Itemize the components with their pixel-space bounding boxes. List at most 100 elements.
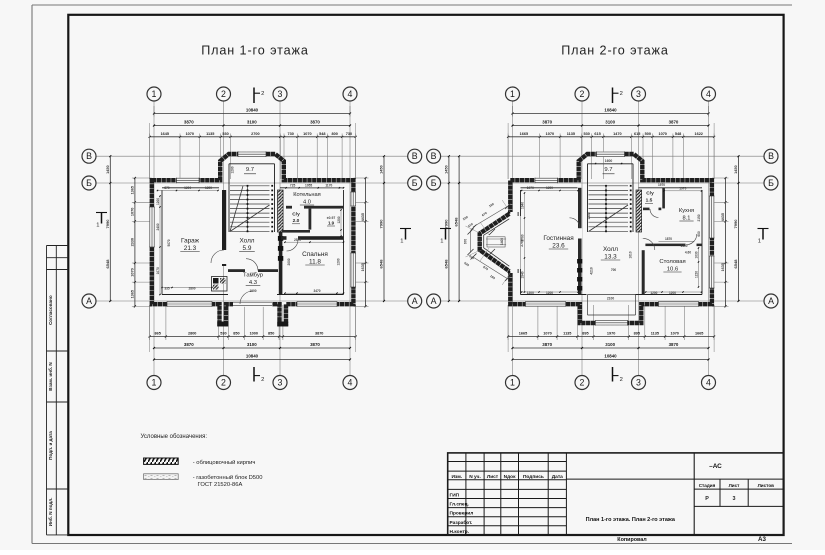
svg-text:Подп. и дата: Подп. и дата — [48, 431, 53, 460]
svg-text:Кухня: Кухня — [679, 208, 694, 214]
svg-text:1200: 1200 — [546, 186, 553, 190]
svg-text:±0.97: ±0.97 — [327, 216, 336, 220]
svg-text:2.0: 2.0 — [293, 218, 300, 224]
svg-text:2400: 2400 — [156, 223, 160, 230]
svg-text:Б: Б — [431, 178, 437, 188]
svg-text:7990: 7990 — [379, 219, 384, 229]
svg-text:3100: 3100 — [247, 119, 257, 124]
svg-text:1070: 1070 — [527, 186, 534, 190]
svg-text:В: В — [768, 151, 774, 161]
svg-text:- газобетонный блок D500: - газобетонный блок D500 — [193, 474, 263, 481]
svg-text:Изм.: Изм. — [451, 474, 462, 480]
svg-text:1.9: 1.9 — [328, 221, 335, 226]
svg-text:1450: 1450 — [734, 165, 738, 173]
svg-text:1400: 1400 — [500, 238, 504, 245]
svg-text:5.9: 5.9 — [243, 245, 252, 252]
svg-text:3870: 3870 — [184, 119, 194, 124]
svg-text:5070: 5070 — [167, 239, 171, 246]
svg-text:7990: 7990 — [733, 219, 738, 229]
svg-text:План 1-го этажа: План 1-го этажа — [201, 44, 309, 58]
svg-text:Листов: Листов — [758, 483, 775, 488]
svg-text:1970: 1970 — [679, 187, 686, 191]
svg-text:3870: 3870 — [315, 332, 323, 336]
svg-text:23.6: 23.6 — [552, 242, 565, 249]
svg-text:3100: 3100 — [605, 342, 615, 347]
svg-text:2: 2 — [620, 377, 623, 383]
svg-text:600: 600 — [697, 231, 701, 237]
svg-text:1135: 1135 — [563, 332, 571, 336]
svg-text:4435: 4435 — [361, 213, 365, 221]
svg-text:2800: 2800 — [188, 332, 196, 336]
svg-text:Тамбур: Тамбур — [243, 273, 264, 279]
svg-text:335: 335 — [164, 287, 170, 291]
svg-text:10840: 10840 — [246, 107, 259, 112]
svg-text:1200: 1200 — [231, 166, 235, 173]
svg-text:3870: 3870 — [669, 119, 679, 124]
svg-text:21.3: 21.3 — [184, 245, 197, 252]
svg-text:2760: 2760 — [520, 234, 524, 241]
svg-text:3870: 3870 — [310, 119, 320, 124]
svg-text:500: 500 — [645, 132, 651, 136]
svg-text:1200: 1200 — [337, 258, 341, 265]
svg-text:9.7: 9.7 — [604, 167, 612, 173]
svg-text:Условные обозначения:: Условные обозначения: — [141, 434, 208, 440]
svg-text:2000: 2000 — [287, 258, 291, 265]
svg-text:7990: 7990 — [105, 219, 110, 229]
svg-text:530: 530 — [584, 132, 590, 136]
svg-text:548: 548 — [675, 132, 681, 136]
svg-text:Лист: Лист — [729, 483, 741, 488]
svg-text:1610: 1610 — [629, 251, 633, 258]
svg-text:10840: 10840 — [246, 353, 259, 358]
svg-text:548: 548 — [319, 132, 325, 136]
svg-text:10.6: 10.6 — [667, 266, 679, 272]
svg-text:Проверил: Проверил — [450, 511, 474, 517]
svg-text:3100: 3100 — [247, 342, 257, 347]
svg-text:3870: 3870 — [669, 342, 679, 347]
svg-text:670: 670 — [481, 211, 488, 217]
svg-text:10840: 10840 — [604, 107, 617, 112]
svg-text:1055: 1055 — [305, 183, 312, 187]
svg-text:530: 530 — [222, 132, 228, 136]
svg-text:1665: 1665 — [520, 132, 528, 136]
svg-text:1400: 1400 — [680, 244, 687, 248]
svg-text:Холл: Холл — [239, 238, 254, 245]
svg-text:4: 4 — [348, 89, 353, 99]
svg-text:6548: 6548 — [443, 259, 448, 269]
svg-text:160: 160 — [489, 274, 496, 280]
svg-text:530: 530 — [462, 215, 469, 221]
svg-text:ГИП: ГИП — [450, 493, 460, 499]
svg-text:895: 895 — [634, 332, 640, 336]
svg-text:1070: 1070 — [546, 132, 554, 136]
svg-text:N уч.: N уч. — [469, 474, 481, 480]
svg-text:3: 3 — [278, 89, 283, 99]
svg-text:1200: 1200 — [184, 186, 191, 190]
svg-text:ГОСТ 21520-86А: ГОСТ 21520-86А — [198, 482, 243, 488]
svg-text:Лист: Лист — [487, 474, 499, 480]
svg-text:Гостинная: Гостинная — [543, 235, 574, 242]
svg-text:Холл: Холл — [603, 246, 618, 253]
svg-text:1665: 1665 — [519, 332, 527, 336]
svg-text:13.3: 13.3 — [604, 253, 617, 260]
svg-text:1470: 1470 — [613, 132, 621, 136]
svg-text:Разработ.: Разработ. — [450, 519, 473, 526]
svg-text:3: 3 — [733, 496, 736, 502]
svg-text:3870: 3870 — [542, 342, 552, 347]
svg-text:1200: 1200 — [669, 291, 676, 295]
svg-text:1070: 1070 — [186, 132, 194, 136]
svg-text:Взам. инб. N: Взам. инб. N — [47, 362, 53, 391]
svg-text:1135: 1135 — [651, 332, 659, 336]
svg-text:6548: 6548 — [105, 259, 110, 269]
svg-text:Столовая: Столовая — [659, 259, 685, 265]
svg-text:Гараж: Гараж — [181, 238, 200, 245]
svg-text:2700: 2700 — [251, 132, 259, 136]
svg-text:1000: 1000 — [249, 289, 256, 293]
svg-text:530: 530 — [463, 261, 470, 267]
svg-text:1: 1 — [152, 378, 157, 388]
svg-text:2: 2 — [261, 91, 264, 97]
svg-text:1450: 1450 — [380, 165, 384, 173]
svg-text:4.60: 4.60 — [685, 251, 691, 255]
svg-text:2: 2 — [261, 377, 264, 383]
svg-text:1200: 1200 — [527, 291, 534, 295]
svg-text:План 1-го этажа. План 2-го эта: План 1-го этажа. План 2-го этажа — [586, 517, 676, 523]
svg-text:1365: 1365 — [130, 290, 134, 298]
